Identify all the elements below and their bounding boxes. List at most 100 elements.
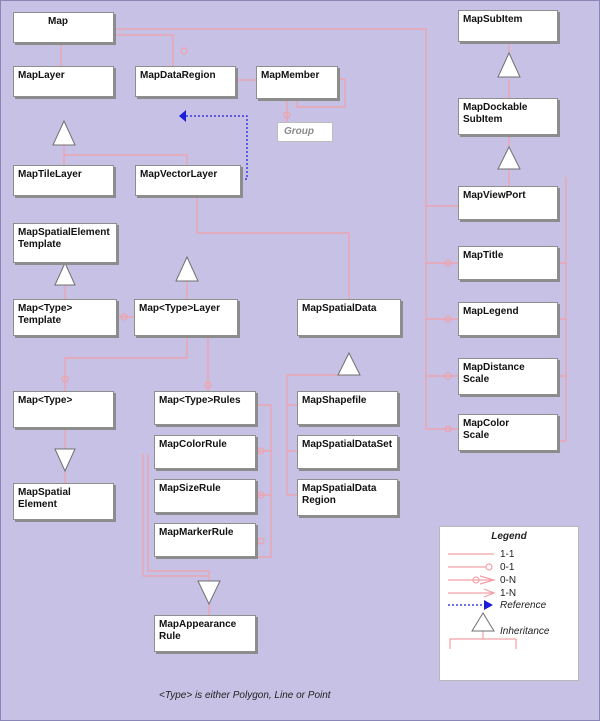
vector-layer-to-spatial-data-connector — [196, 191, 350, 299]
layer-inheritance-branches — [63, 145, 188, 165]
legend-inheritance-label: Inheritance — [500, 626, 550, 637]
group-label: Group — [284, 126, 314, 137]
subrules-to-appearance-connector — [147, 454, 210, 581]
color-rule-marker-icon — [257, 447, 265, 455]
legend-reference-arrow-icon — [484, 600, 493, 610]
map-spatial-element-line-1: MapSpatial — [18, 487, 71, 498]
color-scale-marker-icon — [444, 425, 452, 433]
map-type-template-line-1: Map<Type> — [18, 303, 73, 314]
marker-rule-marker-icon — [257, 537, 265, 545]
template-marker-icon — [120, 313, 128, 321]
map-type-layer-box-label: Map<Type>Layer — [139, 303, 220, 314]
title-marker-icon — [444, 259, 452, 267]
map-data-region-box: MapDataRegion — [135, 66, 236, 97]
map-size-rule-box-label: MapSizeRule — [159, 483, 221, 494]
map-spatial-element-line-2: Element — [18, 499, 57, 510]
map-color-scale-box: MapColor Scale — [458, 414, 558, 451]
subitem-inheritance-triangle-icon — [497, 51, 521, 78]
appearance-inheritance-triangle-icon — [197, 580, 221, 606]
map-dockable-sub-item-line-2: SubItem — [463, 114, 503, 125]
spatial-data-inheritance-branches — [286, 374, 349, 496]
footnote: <Type> is either Polygon, Line or Point — [159, 690, 331, 701]
legend-inheritance-branches — [449, 631, 517, 649]
map-spatial-element-template-line-2: Template — [18, 239, 62, 250]
zero-n-marker-icon — [180, 47, 188, 55]
map-sub-item-box: MapSubItem — [458, 10, 558, 42]
map-spatial-data-box-label: MapSpatialData — [302, 303, 377, 314]
map-spatial-element-template-line-1: MapSpatialElement — [18, 227, 110, 238]
type-inheritance-triangle-icon — [54, 448, 76, 473]
map-box-label: Map — [48, 16, 68, 27]
legend-reference-label: Reference — [500, 600, 547, 611]
map-sub-item-box-label: MapSubItem — [463, 14, 523, 25]
vector-inheritance-triangle-icon — [175, 255, 199, 282]
map-legend-box-label: MapLegend — [463, 306, 519, 317]
map-type-template-line-2: Template — [18, 315, 62, 326]
map-title-box-label: MapTitle — [463, 250, 504, 261]
map-legend-box: MapLegend — [458, 302, 558, 336]
legend-one-to-n-label: 1-N — [500, 588, 517, 599]
map-vector-layer-box-label: MapVectorLayer — [140, 169, 218, 180]
legend-zero-to-one-marker-icon — [485, 563, 493, 571]
map-dockable-sub-item-line-1: MapDockable — [463, 102, 528, 113]
map-spatial-data-region-line-2: Region — [302, 495, 336, 506]
map-color-rule-box: MapColorRule — [154, 435, 256, 469]
map-distance-scale-line-1: MapDistance — [463, 362, 525, 373]
map-type-layer-box: Map<Type>Layer — [134, 299, 238, 336]
map-color-scale-line-1: MapColor — [463, 418, 510, 429]
map-size-rule-box: MapSizeRule — [154, 479, 256, 513]
map-spatial-element-box: MapSpatial Element — [13, 483, 114, 520]
type-marker-icon — [61, 375, 69, 383]
rules-subrule-branches — [256, 450, 271, 496]
map-distance-scale-line-2: Scale — [463, 374, 490, 385]
map-type-box: Map<Type> — [13, 391, 114, 428]
map-box: Map — [13, 12, 114, 43]
spatial-data-inheritance-triangle-icon — [337, 351, 361, 376]
map-member-box-label: MapMember — [261, 70, 320, 81]
legend-zero-to-n-label: 0-N — [500, 575, 517, 586]
legend-title: Legend — [491, 531, 527, 542]
map-spatial-data-region-line-1: MapSpatialData — [302, 483, 377, 494]
reference-connector — [186, 115, 248, 180]
map-shapefile-box: MapShapefile — [297, 391, 398, 425]
map-spatial-data-set-box: MapSpatialDataSet — [297, 435, 398, 469]
map-type-box-label: Map<Type> — [18, 395, 73, 406]
group-marker-icon — [283, 111, 291, 119]
map-to-subitems-connectors — [426, 205, 458, 377]
map-type-rules-box-label: Map<Type>Rules — [159, 395, 241, 406]
legend-inheritance-triangle-icon — [471, 612, 495, 632]
map-title-box: MapTitle — [458, 246, 558, 280]
map-layer-box-label: MapLayer — [18, 70, 65, 81]
map-to-data-region-connector — [114, 34, 174, 66]
rules-marker-icon — [204, 381, 212, 389]
map-color-rule-box-label: MapColorRule — [159, 439, 227, 450]
map-member-box: MapMember — [256, 66, 338, 99]
map-layer-box: MapLayer — [13, 66, 114, 97]
map-spatial-data-region-box: MapSpatialData Region — [297, 479, 398, 516]
legend-marker-icon — [444, 315, 452, 323]
map-view-port-box-label: MapViewPort — [463, 190, 526, 201]
map-data-region-box-label: MapDataRegion — [140, 70, 216, 81]
legend-zero-to-one-label: 0-1 — [500, 562, 515, 573]
map-type-template-box: Map<Type> Template — [13, 299, 117, 336]
template-inheritance-triangle-icon — [54, 261, 76, 286]
map-shapefile-box-label: MapShapefile — [302, 395, 367, 406]
legend-zero-to-n-line — [448, 575, 497, 585]
map-marker-rule-box-label: MapMarkerRule — [159, 527, 234, 538]
legend-zero-to-n-marker-icon — [472, 576, 480, 584]
map-distance-scale-box: MapDistance Scale — [458, 358, 558, 395]
reference-arrowhead-icon — [179, 110, 186, 122]
subrules-outline-connector — [142, 454, 209, 577]
map-vector-layer-box: MapVectorLayer — [135, 165, 241, 196]
legend-panel: Legend 1-1 0-1 0-N 1-N Reference Inherit… — [439, 526, 579, 681]
distance-marker-icon — [444, 372, 452, 380]
legend-one-to-n-line — [448, 588, 496, 598]
map-spatial-data-set-box-label: MapSpatialDataSet — [302, 439, 393, 450]
group-box: Group — [277, 122, 333, 142]
map-marker-rule-box: MapMarkerRule — [154, 523, 256, 557]
map-color-scale-line-2: Scale — [463, 430, 490, 441]
map-appearance-rule-line-1: MapAppearance — [159, 619, 237, 630]
map-appearance-rule-box: MapAppearance Rule — [154, 615, 256, 652]
